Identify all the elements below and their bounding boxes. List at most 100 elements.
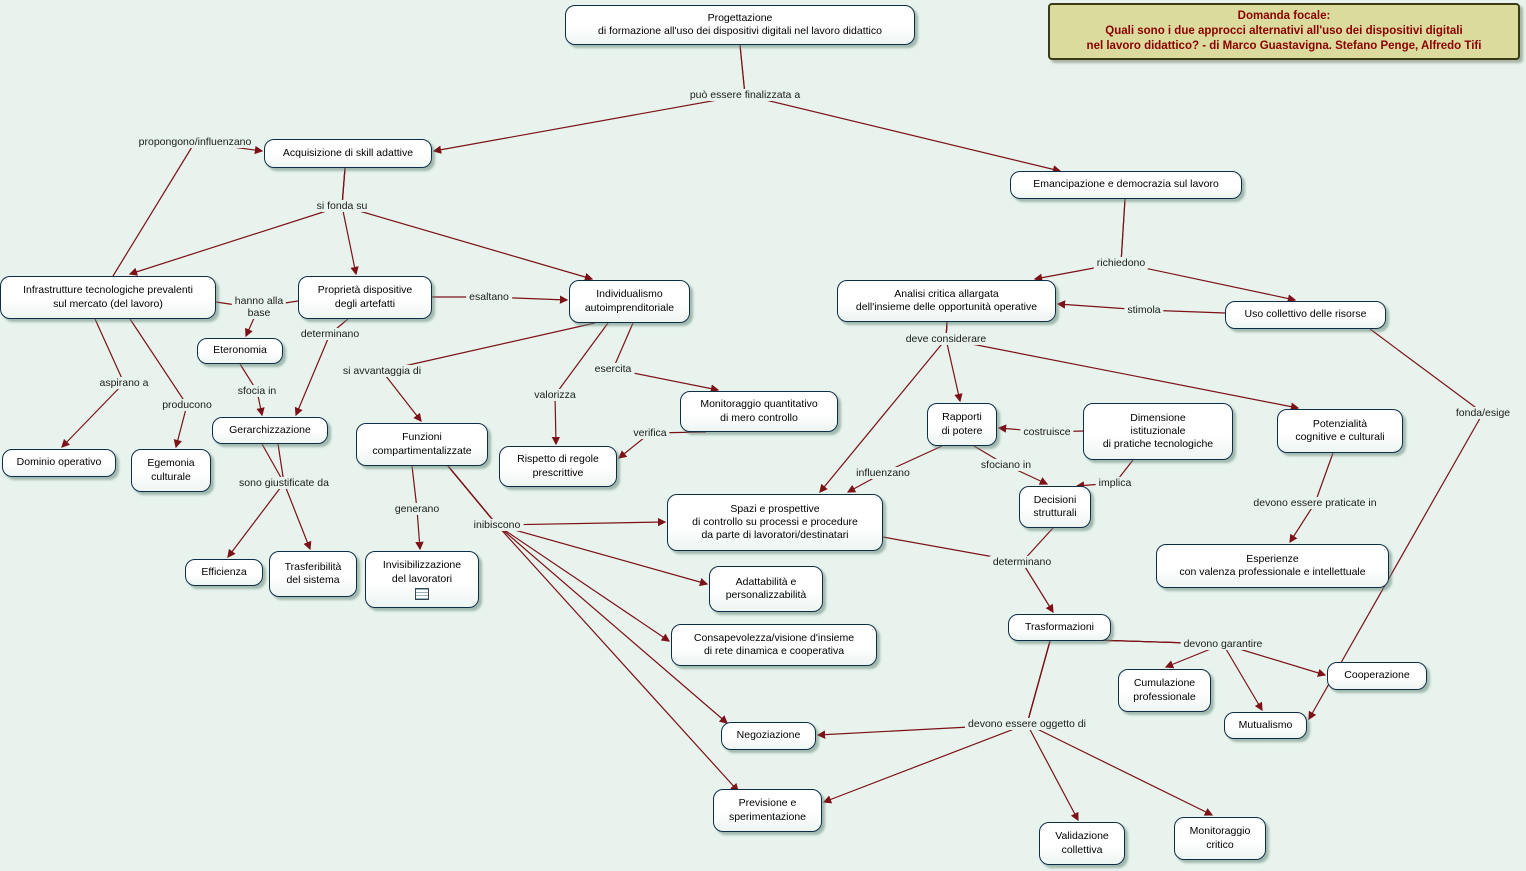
link-label-devono-essere-oggetto-di[interactable]: devono essere oggetto di xyxy=(965,717,1089,731)
concept-node-individualismo[interactable]: Individualismo autoimprenditoriale xyxy=(569,280,690,323)
link-label-si-fonda-su[interactable]: si fonda su xyxy=(313,199,371,213)
focal-question-body: Quali sono i due approcci alternativi al… xyxy=(1086,24,1482,52)
concept-node-label: Emancipazione e democrazia sul lavoro xyxy=(1033,178,1219,191)
link-label-determinano-1[interactable]: determinano xyxy=(297,327,363,341)
link-label-verifica[interactable]: verifica xyxy=(630,426,670,440)
link-label-stimola[interactable]: stimola xyxy=(1124,303,1164,317)
edge-funzioni-compartimentalizzate--consapevolezza xyxy=(447,465,671,642)
concept-node-label: Esperienze con valenza professionale e i… xyxy=(1179,552,1366,578)
concept-node-progettazione[interactable]: Progettazione di formazione all'uso dei … xyxy=(565,5,915,45)
link-label-sfociano-in[interactable]: sfociano in xyxy=(977,458,1035,472)
concept-node-infrastrutture[interactable]: Infrastrutture tecnologiche prevalenti s… xyxy=(0,276,216,319)
concept-node-proprieta-dispositive[interactable]: Proprietà dispositive degli artefatti xyxy=(298,276,432,319)
link-label-esercita[interactable]: esercita xyxy=(591,362,635,376)
link-label-valorizza[interactable]: valorizza xyxy=(531,388,579,402)
focal-question-box[interactable]: Domanda focale: Quali sono i due approcc… xyxy=(1048,3,1520,60)
concept-node-label: Mutualismo xyxy=(1238,718,1293,731)
concept-node-potenzialita[interactable]: Potenzialità cognitive e culturali xyxy=(1277,409,1403,453)
link-label-hanno-alla-base[interactable]: hanno alla base xyxy=(231,294,287,320)
concept-node-cumulazione[interactable]: Cumulazione professionale xyxy=(1118,669,1211,712)
concept-node-label: Monitoraggio critico xyxy=(1189,825,1251,851)
concept-node-label: Acquisizione di skill adattive xyxy=(282,146,414,159)
link-label-costruisce[interactable]: costruisce xyxy=(1020,425,1074,439)
link-label-propongono-influenzano[interactable]: propongono/influenzano xyxy=(135,135,255,149)
concept-node-label: Spazi e prospettive di controllo su proc… xyxy=(692,502,858,542)
link-label-devono-garantire[interactable]: devono garantire xyxy=(1180,637,1266,651)
edge-acquisizione-skill--infrastrutture xyxy=(128,167,346,276)
link-label-inibiscono[interactable]: inibiscono xyxy=(470,518,524,532)
concept-node-consapevolezza[interactable]: Consapevolezza/visione d'insieme di rete… xyxy=(671,624,877,666)
concept-node-label: Efficienza xyxy=(201,565,247,578)
concept-node-label: Adattabilità e personalizzabilità xyxy=(725,575,807,601)
link-label-fonda-esige[interactable]: fonda/esige xyxy=(1452,406,1514,420)
concept-node-label: Potenzialità cognitive e culturali xyxy=(1295,417,1385,443)
concept-node-decisioni-strutturali[interactable]: Decisioni strutturali xyxy=(1019,486,1091,528)
concept-node-monitoraggio-quantitativo[interactable]: Monitoraggio quantitativo di mero contro… xyxy=(680,391,838,432)
focal-question-title: Domanda focale: xyxy=(1237,10,1331,22)
edge-decisioni-strutturali--trasformazioni xyxy=(1021,527,1054,614)
concept-node-invisibilizzazione[interactable]: Invisibilizzazione del lavoratori xyxy=(365,551,479,608)
concept-node-label: Rapporti di potere xyxy=(941,411,983,437)
link-label-determinano-2[interactable]: determinano xyxy=(989,555,1055,569)
concept-node-label: Trasferibilità del sistema xyxy=(284,560,342,586)
concept-node-acquisizione-skill[interactable]: Acquisizione di skill adattive xyxy=(264,139,432,168)
concept-node-label: Previsione e sperimentazione xyxy=(728,797,807,823)
edge-gerarchizzazione--efficienza xyxy=(227,443,285,559)
link-label-sfocia-in[interactable]: sfocia in xyxy=(234,384,280,398)
edge-emancipazione--uso-collettivo xyxy=(1120,198,1297,303)
concept-node-cooperazione[interactable]: Cooperazione xyxy=(1327,662,1427,690)
link-label-influenzano[interactable]: influenzano xyxy=(853,466,913,480)
concept-node-label: Negoziazione xyxy=(736,729,801,742)
link-label-richiedono[interactable]: richiedono xyxy=(1093,256,1149,270)
concept-node-label: Decisioni strutturali xyxy=(1033,493,1077,519)
link-label-deve-considerare[interactable]: deve considerare xyxy=(902,332,990,346)
concept-node-uso-collettivo[interactable]: Uso collettivo delle risorse xyxy=(1225,301,1386,329)
concept-node-trasferibilita[interactable]: Trasferibilità del sistema xyxy=(269,551,357,597)
concept-node-efficienza[interactable]: Efficienza xyxy=(185,559,263,586)
concept-node-esperienze[interactable]: Esperienze con valenza professionale e i… xyxy=(1156,544,1389,588)
concept-node-analisi-critica[interactable]: Analisi critica allargata dell'insieme d… xyxy=(837,280,1056,322)
link-label-sono-giustificate-da[interactable]: sono giustificate da xyxy=(236,476,332,490)
concept-node-validazione-collettiva[interactable]: Validazione collettiva xyxy=(1039,822,1125,865)
concept-node-label: Gerarchizzazione xyxy=(229,423,311,436)
link-label-producono[interactable]: producono xyxy=(159,398,215,412)
edge-gerarchizzazione--trasferibilita xyxy=(277,443,312,551)
concept-node-adattabilita[interactable]: Adattabilità e personalizzabilità xyxy=(709,566,823,612)
concept-node-label: Progettazione di formazione all'uso dei … xyxy=(598,11,882,37)
concept-node-label: Validazione collettiva xyxy=(1055,830,1109,856)
concept-node-trasformazioni[interactable]: Trasformazioni xyxy=(1008,614,1111,641)
concept-node-egemonia-culturale[interactable]: Egemonia culturale xyxy=(131,449,211,492)
concept-node-emancipazione[interactable]: Emancipazione e democrazia sul lavoro xyxy=(1010,171,1242,199)
edge-individualismo--monitoraggio-quantitativo xyxy=(612,322,720,393)
link-label-generano[interactable]: generano xyxy=(391,502,443,516)
concept-node-dimensione-istituzionale[interactable]: Dimensione istituzionale di pratiche tec… xyxy=(1083,403,1233,460)
concept-node-eteronomia[interactable]: Eteronomia xyxy=(197,338,283,364)
concept-node-funzioni-compartimentalizzate[interactable]: Funzioni compartimentalizzate xyxy=(356,423,488,466)
concept-node-dominio-operativo[interactable]: Dominio operativo xyxy=(2,449,116,477)
concept-node-spazi-prospettive[interactable]: Spazi e prospettive di controllo su proc… xyxy=(667,494,883,551)
link-label-devono-essere-praticate-in[interactable]: devono essere praticate in xyxy=(1250,496,1380,510)
link-label-esaltano[interactable]: esaltano xyxy=(466,290,512,304)
concept-node-rapporti-potere[interactable]: Rapporti di potere xyxy=(927,403,997,446)
edge-trasformazioni--validazione-collettiva xyxy=(1026,640,1079,822)
concept-node-monitoraggio-critico[interactable]: Monitoraggio critico xyxy=(1174,817,1266,860)
concept-node-gerarchizzazione[interactable]: Gerarchizzazione xyxy=(212,417,328,444)
resource-link-icon[interactable] xyxy=(415,587,429,600)
concept-node-rispetto-regole[interactable]: Rispetto di regole prescrittive xyxy=(499,446,617,487)
edge-analisi-critica--potenzialita xyxy=(945,321,1300,411)
concept-node-mutualismo[interactable]: Mutualismo xyxy=(1224,712,1307,739)
link-label-aspirano-a[interactable]: aspirano a xyxy=(96,376,152,390)
concept-node-label: Consapevolezza/visione d'insieme di rete… xyxy=(693,631,855,657)
link-label-implica[interactable]: implica xyxy=(1095,476,1135,490)
concept-node-label: Funzioni compartimentalizzate xyxy=(372,431,472,457)
concept-node-label: Individualismo autoimprenditoriale xyxy=(584,288,675,314)
concept-node-negoziazione[interactable]: Negoziazione xyxy=(721,722,816,750)
concept-node-previsione[interactable]: Previsione e sperimentazione xyxy=(713,789,822,832)
link-label-puo-essere-finalizzata-a[interactable]: può essere finalizzata a xyxy=(686,88,804,102)
link-label-si-avvantaggia-di[interactable]: si avvantaggia di xyxy=(339,364,425,378)
concept-node-label: Rispetto di regole prescrittive xyxy=(517,453,599,479)
concept-node-label: Cumulazione professionale xyxy=(1133,677,1196,703)
concept-node-label: Monitoraggio quantitativo di mero contro… xyxy=(700,398,818,424)
concept-node-label: Egemonia culturale xyxy=(147,457,195,483)
